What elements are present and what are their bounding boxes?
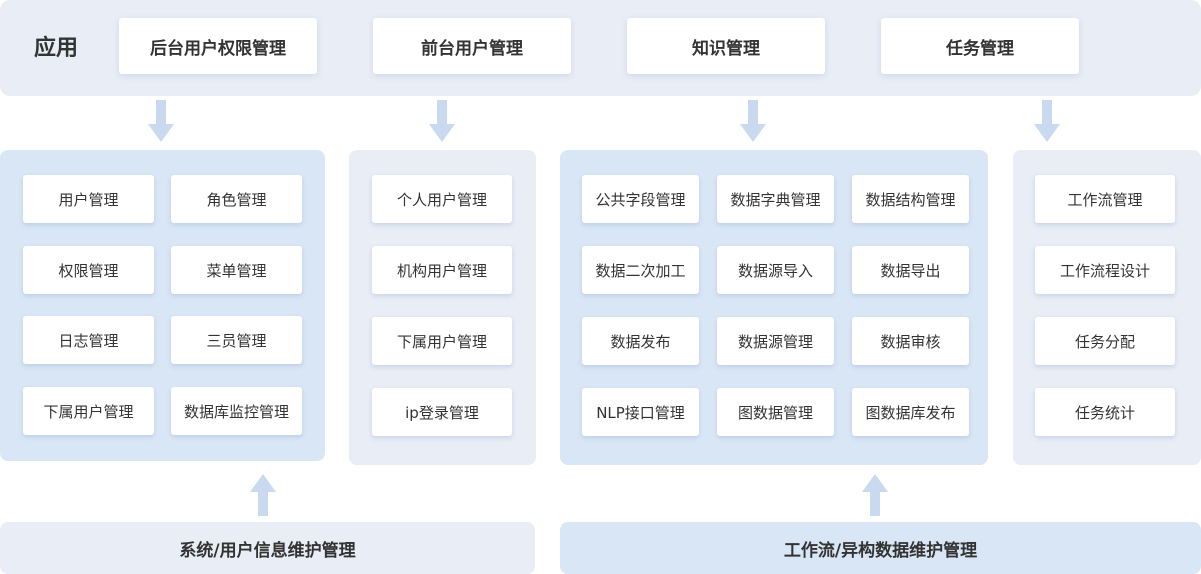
card-role-management[interactable]: 角色管理 <box>171 175 302 223</box>
card-graph-data-management[interactable]: 图数据管理 <box>717 388 834 436</box>
tab-task[interactable]: 任务管理 <box>881 18 1079 74</box>
card-three-officers-management[interactable]: 三员管理 <box>171 316 302 364</box>
card-ip-login-management[interactable]: ip登录管理 <box>372 388 512 436</box>
arrow-down-icon <box>429 100 455 142</box>
card-permission-management[interactable]: 权限管理 <box>23 246 154 294</box>
tab-backend-user-permission[interactable]: 后台用户权限管理 <box>119 18 317 74</box>
arrow-down-icon <box>1034 100 1060 142</box>
card-task-statistics[interactable]: 任务统计 <box>1035 388 1175 436</box>
card-menu-management[interactable]: 菜单管理 <box>171 246 302 294</box>
card-user-management[interactable]: 用户管理 <box>23 175 154 223</box>
arrow-up-icon <box>862 474 888 516</box>
card-workflow-management[interactable]: 工作流管理 <box>1035 175 1175 223</box>
card-subordinate-user-management[interactable]: 下属用户管理 <box>372 317 512 365</box>
card-personal-user-management[interactable]: 个人用户管理 <box>372 175 512 223</box>
card-data-secondary-processing[interactable]: 数据二次加工 <box>582 246 699 294</box>
card-data-source-import[interactable]: 数据源导入 <box>717 246 834 294</box>
card-data-publish[interactable]: 数据发布 <box>582 317 699 365</box>
card-graph-database-publish[interactable]: 图数据库发布 <box>852 388 969 436</box>
card-workflow-design[interactable]: 工作流程设计 <box>1035 246 1175 294</box>
arrow-down-icon <box>148 100 174 142</box>
card-nlp-interface-management[interactable]: NLP接口管理 <box>582 388 699 436</box>
card-database-monitor-management[interactable]: 数据库监控管理 <box>171 387 302 435</box>
bottom-bar-workflow-data-maintenance: 工作流/异构数据维护管理 <box>560 522 1201 574</box>
arrow-down-icon <box>740 100 766 142</box>
card-subordinate-user-management[interactable]: 下属用户管理 <box>23 387 154 435</box>
card-data-structure-management[interactable]: 数据结构管理 <box>852 175 969 223</box>
tab-knowledge[interactable]: 知识管理 <box>627 18 825 74</box>
card-data-source-management[interactable]: 数据源管理 <box>717 317 834 365</box>
card-task-assignment[interactable]: 任务分配 <box>1035 317 1175 365</box>
card-data-review[interactable]: 数据审核 <box>852 317 969 365</box>
card-organization-user-management[interactable]: 机构用户管理 <box>372 246 512 294</box>
card-data-dictionary-management[interactable]: 数据字典管理 <box>717 175 834 223</box>
card-data-export[interactable]: 数据导出 <box>852 246 969 294</box>
bottom-bar-system-user-maintenance: 系统/用户信息维护管理 <box>0 522 535 574</box>
arrow-up-icon <box>250 474 276 516</box>
card-log-management[interactable]: 日志管理 <box>23 316 154 364</box>
application-layer-label: 应用 <box>34 36 79 61</box>
tab-frontend-user[interactable]: 前台用户管理 <box>373 18 571 74</box>
card-public-field-management[interactable]: 公共字段管理 <box>582 175 699 223</box>
